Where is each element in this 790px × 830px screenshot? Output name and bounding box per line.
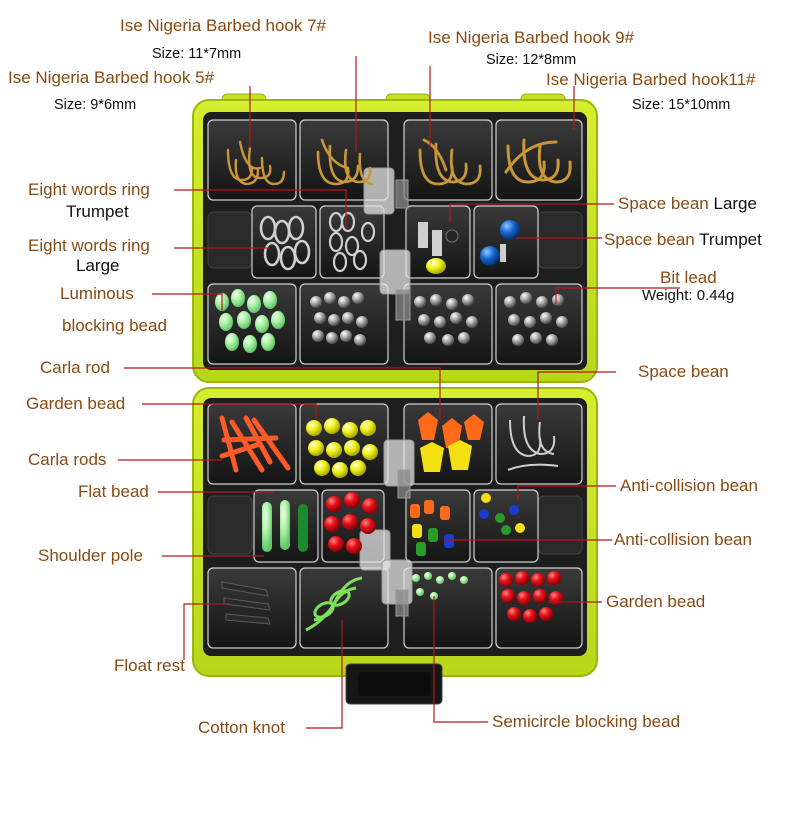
space-bean-trumpet-variant: Trumpet bbox=[699, 230, 762, 249]
space-beans-trumpet bbox=[480, 220, 520, 266]
anti-collision-bean-label-2: Anti-collision bean bbox=[614, 530, 752, 549]
carla-rod-label: Carla rod bbox=[40, 358, 110, 377]
hook9-name-label: Ise Nigeria Barbed hook 9# bbox=[428, 28, 635, 47]
tackle-box-bottom-half bbox=[192, 387, 598, 705]
hooks-9 bbox=[418, 138, 482, 186]
hook5-name-label: Ise Nigeria Barbed hook 5# bbox=[8, 68, 215, 87]
space-bean-trumpet-label: Space bean Trumpet bbox=[604, 230, 762, 250]
flat-bead-label: Flat bead bbox=[78, 482, 149, 501]
garden-bead-bottom-label: Garden bead bbox=[606, 592, 706, 611]
tackle-box-top-half bbox=[192, 93, 598, 383]
garden-bead-top-label: Garden bead bbox=[26, 394, 126, 413]
luminous-label: Luminous bbox=[60, 284, 134, 303]
bottom-hinges bbox=[359, 439, 415, 617]
bit-lead-weight-label: Weight: 0.44g bbox=[642, 287, 735, 304]
space-bean-trumpet-name: Space bean bbox=[604, 230, 695, 249]
anti-collision-beans-2 bbox=[479, 493, 525, 535]
space-bean-label: Space bean bbox=[638, 362, 729, 381]
hook11-name-label: Ise Nigeria Barbed hook11# bbox=[546, 70, 756, 89]
hook9-size-label: Size: 12*8mm bbox=[486, 52, 577, 68]
shoulder-pole-label: Shoulder pole bbox=[38, 546, 143, 565]
top-hinges bbox=[363, 167, 411, 321]
swivels-trumpet bbox=[328, 211, 376, 273]
hooks-7 bbox=[316, 138, 374, 186]
float-cones bbox=[418, 412, 484, 472]
garden-beads-yellow bbox=[306, 418, 378, 478]
eight-ring-trumpet-label: Eight words ring bbox=[28, 180, 150, 199]
lead-shots-middle bbox=[414, 294, 478, 346]
space-bean-large-variant: Large bbox=[713, 194, 757, 213]
hook7-name-label: Ise Nigeria Barbed hook 7# bbox=[120, 16, 327, 35]
bit-lead-label: Bit lead bbox=[660, 268, 717, 287]
float-rests bbox=[221, 581, 271, 625]
semicircle-blocking-bead-label: Semicircle blocking bead bbox=[492, 712, 681, 731]
hook11-size-label: Size: 15*10mm bbox=[632, 97, 731, 113]
space-bean-large-name: Space bean bbox=[618, 194, 709, 213]
leader-lines bbox=[118, 56, 680, 729]
space-bean-hooks bbox=[507, 415, 559, 471]
semicircle-blocking-beads bbox=[412, 572, 468, 600]
swivels-large bbox=[259, 215, 311, 271]
carla-rods bbox=[219, 415, 291, 473]
carla-rods-label: Carla rods bbox=[28, 450, 107, 469]
eight-ring-trumpet-variant: Trumpet bbox=[66, 202, 129, 221]
space-beans-large bbox=[418, 222, 459, 274]
eight-ring-large-variant: Large bbox=[76, 256, 120, 275]
hooks-5 bbox=[226, 140, 286, 186]
hooks-11 bbox=[504, 138, 572, 184]
red-beads-middle bbox=[324, 492, 378, 554]
blocking-bead-label: blocking bead bbox=[62, 316, 167, 335]
flat-beads bbox=[262, 500, 308, 552]
eight-ring-large-label: Eight words ring bbox=[28, 236, 150, 255]
lead-shots-left bbox=[310, 292, 368, 346]
float-rest-label: Float rest bbox=[114, 656, 185, 675]
space-bean-large-label: Space bean Large bbox=[618, 194, 757, 214]
cotton-knot-label: Cotton knot bbox=[198, 718, 285, 737]
cotton-knot bbox=[305, 576, 363, 632]
luminous-blocking-beads bbox=[215, 289, 285, 353]
anti-collision-bean-label-1: Anti-collision bean bbox=[620, 476, 758, 495]
hook7-size-label: Size: 11*7mm bbox=[152, 46, 242, 62]
hook5-size-label: Size: 9*6mm bbox=[54, 97, 137, 113]
anti-collision-beans-1 bbox=[410, 500, 454, 556]
bit-lead-shots bbox=[504, 292, 568, 346]
